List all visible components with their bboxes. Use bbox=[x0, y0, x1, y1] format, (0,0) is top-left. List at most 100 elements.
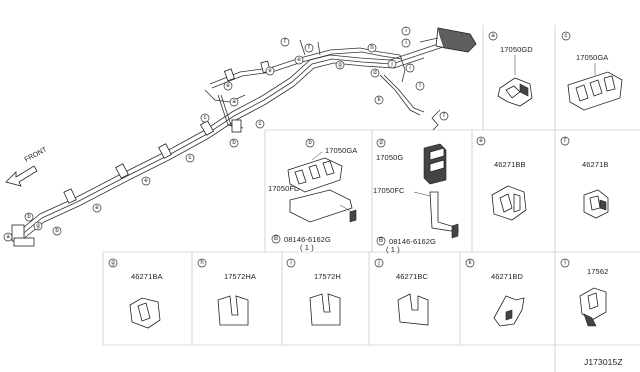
callout-e-4: e bbox=[265, 66, 275, 76]
cell-k-letter: k bbox=[465, 258, 475, 268]
cell-h: h 17572HA bbox=[197, 258, 256, 326]
svg-text:j: j bbox=[390, 61, 392, 67]
callout-b-2: b bbox=[52, 226, 62, 236]
svg-text:B: B bbox=[379, 238, 383, 244]
svg-text:i: i bbox=[405, 40, 406, 46]
cell-i-letter: i bbox=[286, 258, 296, 268]
cell-c: c 17050GA bbox=[561, 31, 623, 111]
cell-f-part: 46271B bbox=[582, 160, 608, 169]
cell-f: f 46271B bbox=[560, 136, 609, 219]
callout-a-2: a bbox=[229, 97, 239, 107]
cell-e: e 46271BB bbox=[476, 136, 527, 221]
svg-text:l: l bbox=[564, 260, 565, 266]
cell-b-part-1: 17050GA bbox=[325, 146, 357, 155]
svg-text:a: a bbox=[232, 99, 236, 105]
cell-c-part: 17050GA bbox=[576, 53, 608, 62]
cell-d-part-1: 17050G bbox=[376, 153, 403, 162]
svg-text:f: f bbox=[284, 39, 286, 45]
svg-text:g: g bbox=[36, 223, 39, 229]
svg-text:f: f bbox=[564, 138, 566, 144]
svg-text:e: e bbox=[226, 83, 230, 89]
cell-g-letter: g bbox=[108, 258, 118, 268]
svg-text:c: c bbox=[565, 33, 568, 39]
svg-text:d: d bbox=[373, 70, 376, 76]
svg-text:a: a bbox=[6, 234, 10, 240]
callout-e-2: e bbox=[141, 176, 151, 186]
cell-k-part: 46271BD bbox=[491, 272, 523, 281]
svg-text:e: e bbox=[479, 138, 483, 144]
cell-d-letter: d bbox=[376, 138, 386, 148]
callout-f-2: f bbox=[304, 43, 314, 53]
cell-b-bolt-qty: ( 1 ) bbox=[300, 243, 314, 252]
svg-text:c: c bbox=[189, 155, 192, 161]
callout-i-3: i bbox=[405, 63, 415, 73]
svg-text:i: i bbox=[405, 28, 406, 34]
svg-text:e: e bbox=[95, 205, 99, 211]
cell-i: i 17572H bbox=[286, 258, 341, 326]
cell-b-part-2: 17050FD bbox=[268, 184, 300, 193]
svg-text:b: b bbox=[27, 214, 31, 220]
callout-e-3: e bbox=[223, 81, 233, 91]
svg-text:h: h bbox=[200, 260, 203, 266]
svg-text:c: c bbox=[204, 115, 207, 121]
cell-b: b 17050GA 17050FD 08146-6162G ( 1 ) B bbox=[268, 138, 357, 252]
svg-text:k: k bbox=[469, 260, 473, 266]
svg-text:i: i bbox=[290, 260, 291, 266]
cell-a-letter: a bbox=[488, 31, 498, 41]
callout-k-1: k bbox=[374, 95, 384, 105]
callout-f-3: f bbox=[439, 111, 449, 121]
svg-text:b: b bbox=[308, 140, 312, 146]
cell-e-part: 46271BB bbox=[494, 160, 526, 169]
cell-j-letter: j bbox=[374, 258, 384, 268]
cell-g-part: 46271BA bbox=[131, 272, 163, 281]
cell-e-letter: e bbox=[476, 136, 486, 146]
canister-block bbox=[419, 27, 477, 53]
cell-d: d 17050G 17050FC 08146-6162G ( 1 ) B bbox=[373, 138, 459, 254]
line-clips bbox=[11, 60, 271, 247]
routing-callouts: a b g b e e c c b c e a e f f e g h i i … bbox=[3, 26, 449, 242]
callout-a-1: a bbox=[3, 232, 13, 242]
cell-b-bolt: 08146-6162G bbox=[284, 235, 331, 244]
callout-i-1: i bbox=[401, 26, 411, 36]
svg-text:g: g bbox=[111, 260, 114, 266]
cell-j-part: 46271BC bbox=[396, 272, 428, 281]
cell-h-part: 17572HA bbox=[224, 272, 256, 281]
cell-d-bolt-qty: ( 1 ) bbox=[386, 245, 400, 254]
cell-b-bolt-icon: B bbox=[271, 234, 281, 244]
callout-b-3: b bbox=[229, 138, 239, 148]
cell-l: l 17562 bbox=[560, 258, 608, 327]
callout-e-5: e bbox=[294, 55, 304, 65]
svg-text:a: a bbox=[491, 33, 495, 39]
svg-text:b: b bbox=[55, 228, 59, 234]
callout-c-3: c bbox=[255, 119, 265, 129]
callout-i-2: i bbox=[401, 38, 411, 48]
cell-f-letter: f bbox=[560, 136, 570, 146]
cell-j: j 46271BC bbox=[374, 258, 429, 326]
callout-h-1: h bbox=[367, 43, 377, 53]
svg-text:f: f bbox=[443, 113, 445, 119]
svg-text:k: k bbox=[378, 97, 382, 103]
cell-d-bolt: 08146-6162G bbox=[389, 237, 436, 246]
callout-c-1: c bbox=[185, 153, 195, 163]
detail-grid bbox=[102, 25, 640, 372]
cell-l-part: 17562 bbox=[587, 267, 608, 276]
svg-text:g: g bbox=[338, 62, 341, 68]
callout-d-1: d bbox=[370, 68, 380, 78]
svg-text:d: d bbox=[379, 140, 382, 146]
callout-l-1: l bbox=[415, 81, 425, 91]
svg-text:h: h bbox=[370, 45, 373, 51]
cell-i-part: 17572H bbox=[314, 272, 341, 281]
cell-k: k 46271BD bbox=[465, 258, 525, 327]
svg-text:e: e bbox=[268, 68, 272, 74]
svg-text:e: e bbox=[144, 178, 148, 184]
cell-a: a 17050GD bbox=[488, 31, 533, 107]
callout-f-1: f bbox=[280, 37, 290, 47]
diagram-id: J173015Z bbox=[584, 357, 623, 367]
svg-text:l: l bbox=[419, 83, 420, 89]
cell-d-bolt-icon: B bbox=[376, 236, 386, 246]
cell-d-part-2: 17050FC bbox=[373, 186, 405, 195]
front-label: FRONT bbox=[24, 146, 49, 164]
callout-b-1: b bbox=[24, 212, 34, 222]
svg-text:i: i bbox=[409, 65, 410, 71]
